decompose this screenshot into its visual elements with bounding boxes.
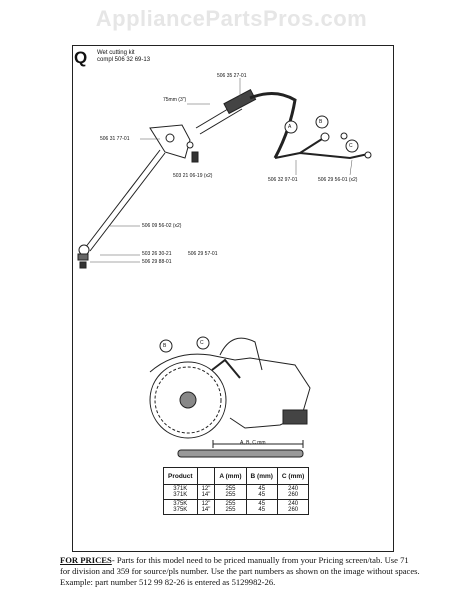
pricing-note-body: - Parts for this model need to be priced… (60, 555, 420, 587)
measure-diagram (177, 440, 304, 458)
kit-title-line2: compl 506 32 69-13 (97, 57, 151, 63)
spec-header: C (mm) (276, 467, 310, 485)
hose-assembly (195, 88, 372, 160)
callout-b: B (319, 119, 323, 125)
dimension-label: 75mm (3") (163, 97, 187, 103)
measure-label: A, B, C mm (240, 440, 266, 446)
spec-header-row: Product A (mm) B (mm) C (mm) (163, 467, 310, 485)
spec-cell: 45 45 (245, 499, 278, 515)
part-nozzle: 506 29 88-01 (142, 259, 172, 265)
diagram-panel (72, 45, 394, 552)
part-washer: 503 26 30-21 (142, 251, 172, 257)
spec-header (196, 467, 216, 485)
spec-row: 371K 371K 12" 14" 255 255 45 45 240 260 (163, 484, 310, 500)
part-hose-top: 506 35 27-01 (217, 73, 247, 79)
spec-header: B (mm) (245, 467, 278, 485)
spec-cell: 371K 371K (163, 484, 198, 500)
spec-table: Product A (mm) B (mm) C (mm) 371K 371K 1… (163, 467, 310, 515)
part-fitting-b: 506 29 56-01 (x2) (318, 177, 358, 183)
part-fitting-a: 506 32 97-01 (268, 177, 298, 183)
spec-cell: 255 255 (214, 499, 247, 515)
spec-cell: 12" 14" (196, 499, 216, 515)
spec-cell: 12" 14" (196, 484, 216, 500)
part-nozzle-side: 506 29 57-01 (188, 251, 218, 257)
clamp-bracket (149, 124, 199, 163)
water-pipe (77, 149, 166, 269)
spec-header: A (mm) (214, 467, 247, 485)
callout-a: A (288, 124, 292, 130)
spec-cell: 45 45 (245, 484, 278, 500)
spec-row: 375K 375K 12" 14" 255 255 45 45 240 260 (163, 499, 310, 515)
spec-cell: 240 260 (276, 484, 310, 500)
kit-title: Wet cutting kit compl 506 32 69-13 (97, 50, 150, 64)
callout-circles (284, 115, 359, 153)
spec-header: Product (163, 467, 198, 485)
cut-off-saw (149, 337, 311, 439)
part-pipe-clip: 506 09 56-02 (x2) (142, 223, 182, 229)
pricing-note-lead: FOR PRICES (60, 555, 112, 565)
spec-cell: 240 260 (276, 499, 310, 515)
pricing-note: FOR PRICES- Parts for this model need to… (60, 555, 420, 588)
leader-lines (90, 78, 353, 263)
callout-c: C (349, 143, 353, 149)
spec-cell: 255 255 (214, 484, 247, 500)
saw-callout-c: C (200, 340, 204, 346)
kit-title-line1: Wet cutting kit (97, 50, 135, 56)
part-clamp: 506 31 77-01 (100, 136, 130, 142)
saw-callout-circles (159, 336, 210, 353)
section-letter: Q (74, 48, 88, 67)
saw-callout-b: B (163, 343, 167, 349)
spec-cell: 375K 375K (163, 499, 198, 515)
part-screw: 503 21 06-19 (x2) (173, 173, 213, 179)
site-watermark: AppliancePartsPros.com (95, 6, 368, 31)
